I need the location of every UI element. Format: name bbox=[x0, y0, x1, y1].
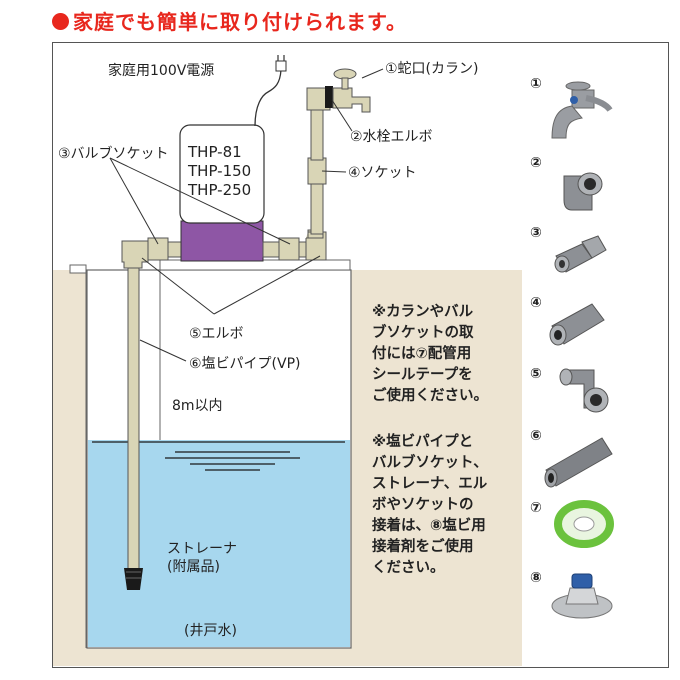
note-line: ※塩ビパイプと bbox=[372, 434, 474, 450]
riser-lower bbox=[310, 181, 324, 235]
part-number-1: ① bbox=[530, 76, 542, 92]
part-pvc-pipe bbox=[544, 437, 613, 488]
pump-cover bbox=[179, 124, 265, 224]
note-line: 接着剤をご使用 bbox=[372, 539, 474, 555]
note-line: ※カランやバル bbox=[372, 304, 474, 320]
power-cord bbox=[254, 69, 282, 127]
heading-text: 家庭でも簡単に取り付けられます。 bbox=[73, 10, 407, 34]
part-number-7: ⑦ bbox=[530, 500, 542, 516]
pvc-pipe bbox=[127, 254, 140, 571]
pump-motor bbox=[180, 220, 264, 262]
bullet-icon bbox=[52, 13, 69, 30]
note-line: バルブソケット、 bbox=[372, 455, 488, 471]
part-elbow bbox=[559, 368, 609, 413]
diagram-frame bbox=[52, 42, 669, 668]
part-number-3: ③ bbox=[530, 225, 542, 241]
part-seal-tape bbox=[554, 500, 614, 548]
page-heading: 家庭でも簡単に取り付けられます。 bbox=[52, 6, 407, 35]
pipe-left-horizontal bbox=[167, 241, 183, 258]
part-faucet bbox=[551, 81, 613, 139]
part-number-8: ⑧ bbox=[530, 570, 542, 586]
elbow-left bbox=[121, 240, 149, 269]
note-line: シールテープを bbox=[372, 367, 473, 383]
note-line: 付には⑦配管用 bbox=[372, 346, 472, 362]
pvc-pipe-label: ⑥塩ビパイプ(VP) bbox=[189, 356, 301, 372]
well-water-label: (井戸水) bbox=[184, 623, 237, 639]
faucet-elbow-label: ②水栓エルボ bbox=[350, 129, 433, 145]
strainer-sub-label: (附属品) bbox=[167, 559, 220, 575]
faucet-elbow-band bbox=[325, 86, 333, 108]
part-number-4: ④ bbox=[530, 295, 542, 311]
riser-upper bbox=[310, 107, 324, 161]
socket-label: ④ソケット bbox=[348, 165, 417, 181]
note-line: 接着は、⑧塩ビ用 bbox=[372, 518, 486, 534]
faucet-body bbox=[332, 87, 371, 113]
note-line: ボやソケットの bbox=[372, 497, 474, 513]
depth-label: 8m以内 bbox=[172, 398, 223, 414]
pump-model-1: THP-81 bbox=[188, 143, 242, 161]
strainer-label: ストレーナ bbox=[167, 541, 237, 557]
faucet-label: ①蛇口(カラン) bbox=[385, 61, 479, 77]
power-label: 家庭用100V電源 bbox=[108, 63, 215, 79]
part-number-5: ⑤ bbox=[530, 366, 542, 382]
part-adhesive bbox=[551, 573, 613, 619]
note-sealing: ※カランやバル ブソケットの取 付には⑦配管用 シールテープを ご使用ください。 bbox=[372, 302, 488, 407]
pipe-right-horizontal bbox=[262, 241, 280, 258]
note-line: ブソケットの取 bbox=[372, 325, 474, 341]
valve-socket-label: ③バルブソケット bbox=[58, 146, 169, 162]
well-post bbox=[69, 264, 87, 274]
valve-socket-right bbox=[278, 237, 300, 261]
valve-socket-left bbox=[147, 237, 169, 261]
note-adhesive: ※塩ビパイプと バルブソケット、 ストレーナ、エル ボやソケットの 接着は、⑧塩… bbox=[372, 432, 488, 579]
note-line: ください。 bbox=[372, 560, 445, 576]
part-faucet-elbow bbox=[563, 172, 603, 211]
pump-model-2: THP-150 bbox=[188, 162, 252, 180]
note-line: ご使用ください。 bbox=[372, 388, 488, 404]
strainer bbox=[124, 568, 143, 590]
part-socket bbox=[549, 303, 605, 346]
note-line: ストレーナ、エル bbox=[372, 476, 488, 492]
pump-model-3: THP-250 bbox=[188, 181, 252, 199]
part-number-6: ⑥ bbox=[530, 428, 542, 444]
power-plug bbox=[275, 60, 287, 72]
part-number-2: ② bbox=[530, 155, 542, 171]
part-valve-socket bbox=[554, 235, 607, 273]
elbow-label: ⑤エルボ bbox=[189, 326, 244, 342]
leader-lines bbox=[109, 68, 384, 362]
